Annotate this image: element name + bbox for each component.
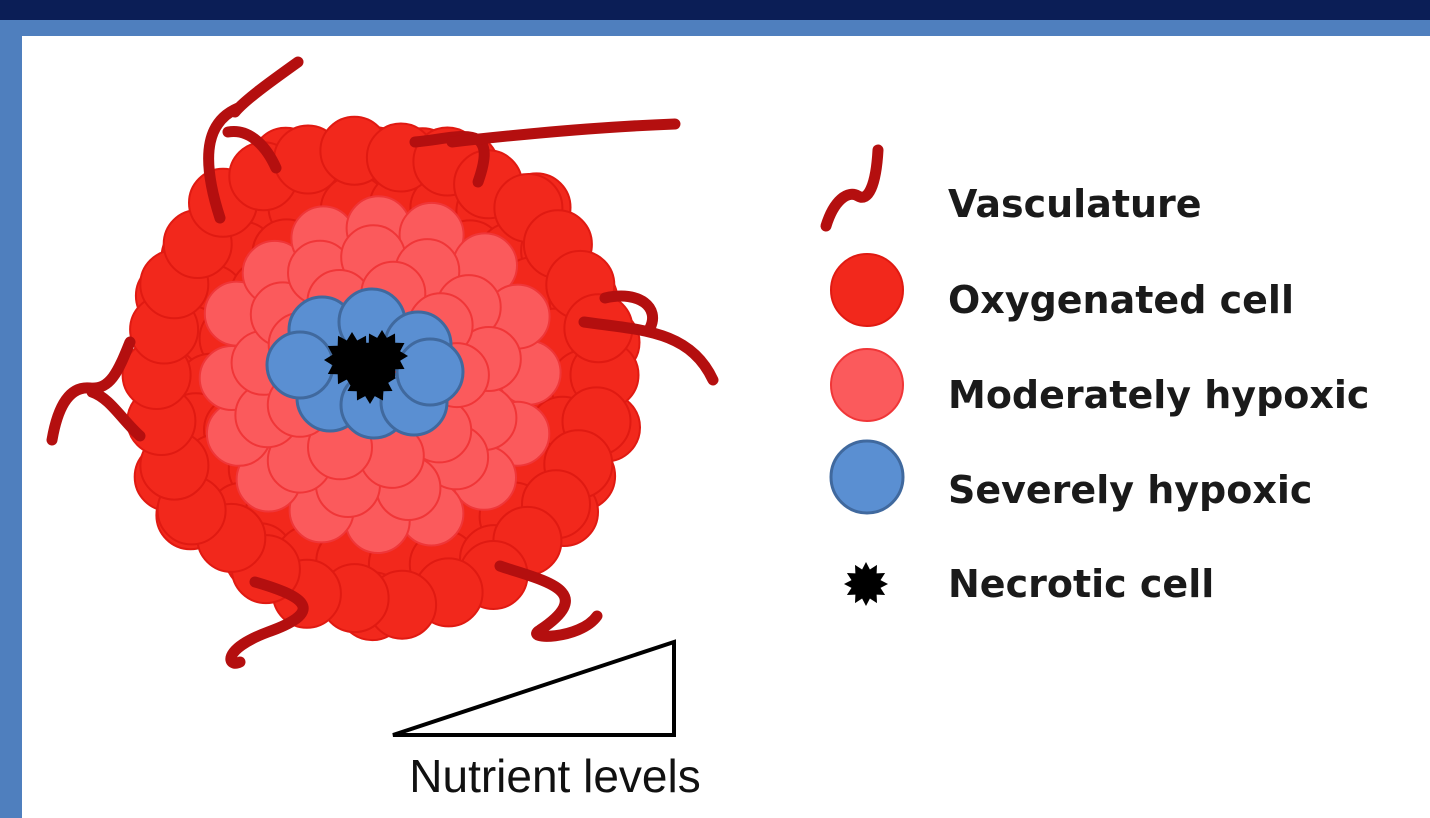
oxygenated-cell-icon: [831, 254, 903, 326]
legend-label-severely-hypoxic: Severely hypoxic: [948, 468, 1312, 512]
severely-hypoxic-cell: [267, 332, 333, 398]
vessel: [452, 124, 675, 142]
legend-icons: [826, 150, 903, 606]
nutrient-levels-label: Nutrient levels: [409, 750, 700, 802]
nutrient-gradient: Nutrient levels: [393, 642, 701, 802]
severely-hypoxic-cell-icon: [831, 441, 903, 513]
legend-label-oxygenated: Oxygenated cell: [948, 278, 1294, 322]
legend: Vasculature Oxygenated cell Moderately h…: [826, 150, 1369, 606]
legend-label-moderately-hypoxic: Moderately hypoxic: [948, 373, 1369, 417]
tumor-spheroid: [123, 117, 640, 640]
legend-label-necrotic: Necrotic cell: [948, 562, 1214, 606]
vessel-icon: [826, 150, 878, 226]
legend-label-vasculature: Vasculature: [948, 182, 1202, 226]
moderately-hypoxic-cell-icon: [831, 349, 903, 421]
severely-hypoxic-cell: [397, 339, 463, 405]
nutrient-gradient-wedge: [393, 642, 674, 735]
necrotic-cell-icon: [844, 562, 888, 606]
